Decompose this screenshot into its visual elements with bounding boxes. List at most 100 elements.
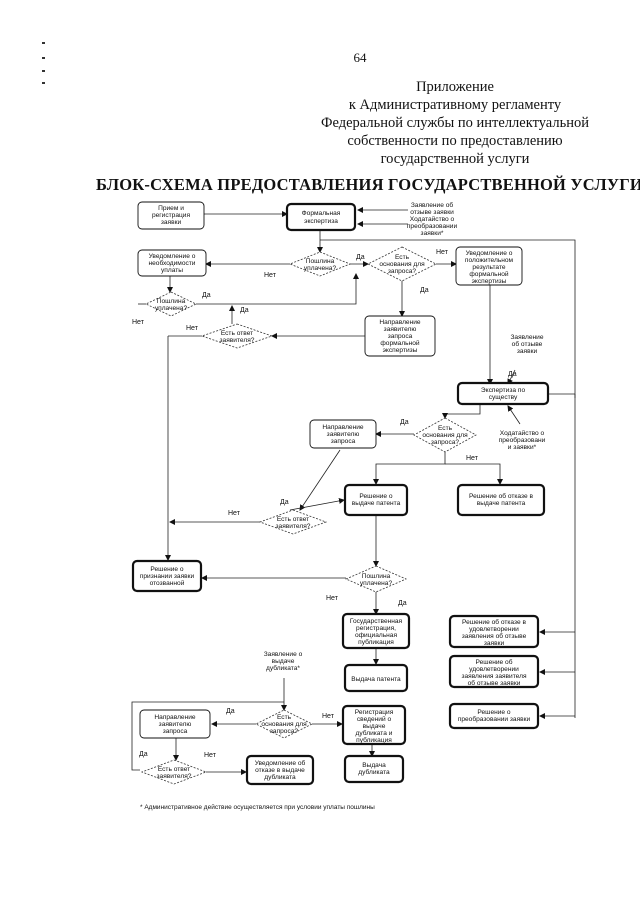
node-text: результате	[472, 264, 505, 271]
node-grounds-3: Есть основания для запроса?	[255, 709, 313, 739]
node-text: формальной	[380, 339, 420, 347]
node-text: Пошлина	[362, 573, 391, 580]
node-text: отказе в выдаче	[255, 767, 305, 774]
node-text: запроса	[163, 728, 188, 735]
node-text: заявления заявителя	[461, 673, 527, 680]
appendix-line: государственной услуги	[380, 151, 530, 167]
node-decision-withdrawn: Решение о признании заявки отозванной	[131, 559, 203, 593]
node-fee-paid-2: Пошлина уплачена?	[145, 291, 197, 317]
node-text: Выдача	[362, 762, 386, 769]
label-no: Нет	[204, 752, 217, 759]
node-text: заявки*	[421, 230, 444, 237]
node-reception: Прием и регистрация заявки	[137, 201, 205, 230]
node-text: публикация	[356, 736, 392, 744]
node-text: Есть ответ	[277, 516, 309, 523]
node-petition-mid: Ходатайство о преобразовани и заявки*	[499, 429, 546, 451]
node-state-registration: Государственная регистрация, официальная…	[341, 612, 411, 650]
node-grounds-2: Есть основания для запроса?	[413, 417, 477, 453]
label-no: Нет	[322, 713, 335, 720]
page-number: 64	[353, 50, 367, 65]
label-yes: Да	[420, 287, 429, 294]
node-decision-grant: Решение о выдаче патента	[343, 483, 409, 517]
node-applications-top: Заявление об отзыве заявки Ходатайство о…	[407, 201, 458, 237]
node-text: регистрация	[152, 212, 191, 219]
label-yes: Да	[280, 499, 289, 506]
node-text: заявки	[484, 640, 505, 647]
node-fee-paid-3: Пошлина уплачена?	[344, 565, 408, 593]
node-text: об отзыве заявки	[468, 679, 521, 687]
node-text: удовлетворении	[469, 626, 519, 633]
node-text: Уведомление о	[466, 250, 513, 257]
node-text: дубликата и	[356, 729, 393, 737]
node-text: Решение об	[476, 658, 513, 666]
node-text: дубликата	[264, 773, 296, 781]
appendix-line: к Административному регламенту	[348, 97, 562, 113]
label-no: Нет	[186, 325, 199, 332]
node-text: Пошлина	[306, 258, 335, 265]
node-text: выдаче патента	[477, 500, 526, 507]
label-no: Нет	[466, 455, 479, 462]
node-text: заявителя?	[276, 523, 311, 530]
node-text: Решение об отказе в	[462, 618, 526, 626]
node-text: удовлетворении	[469, 666, 519, 673]
node-text: уплаты	[161, 267, 183, 274]
node-text: заявления об отзыве	[462, 632, 527, 640]
label-yes: Да	[400, 419, 409, 426]
node-text: заявителю	[327, 431, 360, 438]
node-dup-application: Заявление о выдаче дубликата*	[264, 651, 303, 672]
node-formal-exam: Формальная экспертиза	[285, 202, 357, 232]
node-text: Направление	[322, 424, 364, 431]
node-text: необходимости	[148, 259, 195, 267]
node-text: об отзыве	[512, 340, 543, 348]
node-text: выдаче патента	[352, 500, 401, 507]
node-substantive-exam: Экспертиза по существу	[456, 381, 550, 406]
node-text: Прием и	[158, 205, 184, 212]
node-text: Есть	[277, 714, 292, 721]
label-yes: Да	[240, 307, 249, 314]
node-decision-refuse: Решение об отказе в выдаче патента	[456, 483, 546, 517]
node-text: Регистрация	[355, 709, 394, 716]
label-no: Нет	[326, 595, 339, 602]
label-yes: Да	[226, 708, 235, 715]
appendix-line: собственности по предоставлению	[347, 133, 563, 149]
node-text: выдаче	[363, 723, 386, 730]
label-no: Нет	[436, 249, 449, 256]
node-text: Ходатайство о	[500, 429, 545, 437]
node-text: и заявки*	[508, 444, 537, 451]
node-dup-issue: Выдача дубликата	[343, 754, 405, 784]
node-text: Решение о	[150, 566, 184, 573]
node-text: отзыве заявки	[410, 209, 454, 216]
node-text: Заявление	[510, 334, 543, 341]
node-text: основания для	[422, 432, 468, 439]
node-text: запроса?	[388, 268, 417, 275]
node-fee-paid-1: Пошлина уплачена?	[288, 251, 352, 277]
appendix-line: Федеральной службы по интеллектуальной	[321, 115, 589, 131]
label-yes: Да	[398, 600, 407, 607]
node-text: Направление	[379, 319, 421, 326]
node-text: Заявление о	[264, 651, 303, 658]
node-text: основания для	[261, 721, 307, 728]
node-decision-convert: Решение о преобразовании заявки	[448, 702, 540, 730]
node-formal-result-notice: Уведомление о положительном результате ф…	[455, 246, 523, 286]
node-request-formal: Направление заявителю запроса формальной…	[364, 315, 436, 357]
node-withdraw-app-mid: Заявление об отзыве заявки	[510, 334, 543, 355]
node-patent-issue: Выдача патента	[343, 663, 409, 693]
label-no: Нет	[228, 510, 241, 517]
node-text: Есть	[438, 425, 453, 432]
node-refuse-withdraw: Решение об отказе в удовлетворении заявл…	[448, 614, 540, 649]
node-text: Формальная	[302, 210, 341, 217]
node-grant-withdraw: Решение об удовлетворении заявления заяв…	[448, 654, 540, 689]
node-text: уплачена?	[155, 305, 188, 312]
node-answer-1: Есть ответ заявителя?	[200, 323, 274, 349]
node-text: экспертизы	[472, 278, 507, 285]
node-text: преобразовании	[407, 222, 458, 230]
node-text: запроса	[388, 333, 413, 340]
node-text: преобразовании заявки	[458, 715, 531, 723]
node-text: Направление	[154, 714, 196, 721]
node-text: заявителю	[384, 326, 417, 333]
label-yes: Да	[508, 371, 517, 378]
node-answer-2: Есть ответ заявителя?	[258, 509, 328, 535]
label-yes: Да	[202, 292, 211, 299]
diagram-title: БЛОК-СХЕМА ПРЕДОСТАВЛЕНИЯ ГОСУДАРСТВЕННО…	[96, 175, 640, 194]
